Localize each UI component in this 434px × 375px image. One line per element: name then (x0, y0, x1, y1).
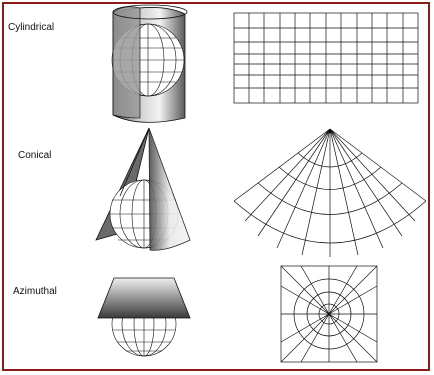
label-conical: Conical (18, 150, 52, 161)
cone-front (148, 127, 191, 251)
cone-back (95, 127, 150, 241)
cylindrical-projection-grid (233, 12, 419, 104)
label-azimuthal: Azimuthal (13, 286, 57, 297)
cylinder-figure (111, 4, 188, 123)
cone-back-edge (119, 127, 150, 197)
cylinder-front-flap (112, 6, 141, 119)
cylinder-top-rim (112, 4, 188, 20)
azimuthal-figure (97, 277, 191, 357)
tangent-plane (97, 277, 191, 319)
figure-border (2, 2, 430, 371)
azimuthal-projection-grid (280, 265, 378, 363)
label-cylindrical: Cylindrical (8, 22, 55, 33)
conical-projection-grid (233, 128, 427, 257)
cone-figure (95, 127, 191, 251)
